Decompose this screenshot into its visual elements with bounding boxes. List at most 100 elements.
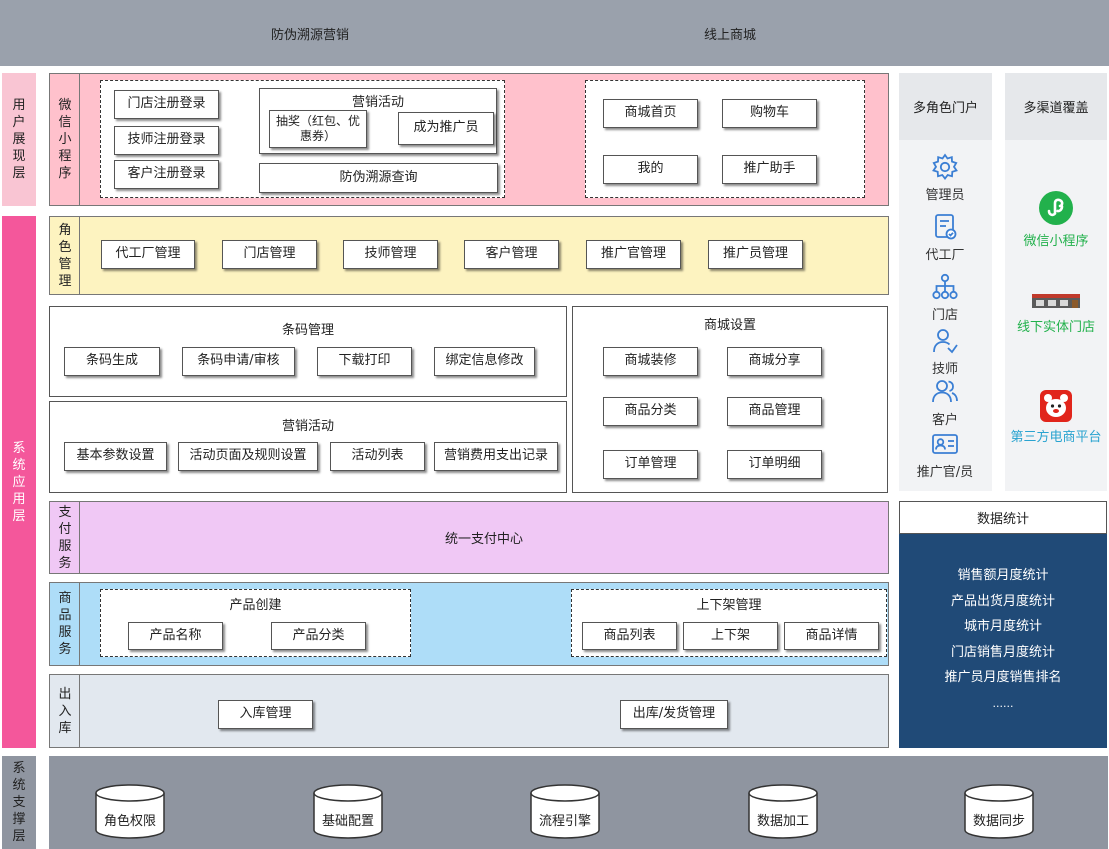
product-category-goods-button[interactable]: 产品分类 (271, 622, 366, 650)
cart-button[interactable]: 购物车 (722, 99, 817, 128)
product-management-button[interactable]: 商品管理 (727, 397, 822, 426)
wechat-marketing-title: 营销活动 (351, 95, 404, 110)
data-processing-database: 数据加工 (748, 784, 818, 840)
mall-settings-title: 商城设置 (703, 318, 756, 333)
wechat-label-text: 微信小程序 (58, 98, 72, 181)
product-create-title: 产品创建 (229, 598, 282, 613)
channel-offline-store-label: 线下实体门店 (1016, 320, 1095, 335)
technician-icon (933, 329, 958, 354)
channel-ecommerce[interactable]: 第三方电商平台 (1005, 390, 1107, 445)
goods-label-text: 商品服务 (58, 591, 72, 657)
data-sync-label: 数据同步 (972, 814, 1025, 829)
base-config-label: 基础配置 (321, 814, 374, 829)
role-oem-label: 代工厂 (925, 248, 965, 263)
role-admin[interactable]: 管理员 (899, 152, 991, 203)
stats-title: 数据统计 (899, 501, 1107, 534)
bind-info-edit-button[interactable]: 绑定信息修改 (434, 347, 535, 376)
role-technician[interactable]: 技师 (899, 326, 991, 377)
trace-query-button[interactable]: 防伪溯源查询 (259, 163, 498, 193)
workflow-engine-database: 流程引擎 (530, 784, 600, 840)
payment-label-text: 支付服务 (58, 504, 72, 571)
portal-title: 多角色门户 (899, 73, 992, 140)
gear-icon (932, 153, 958, 180)
barcode-generate-button[interactable]: 条码生成 (64, 347, 160, 376)
role-permission-label: 角色权限 (103, 814, 156, 829)
user-layer-label: 用户展现层 (2, 73, 36, 206)
inout-divider (79, 675, 80, 747)
product-category-button[interactable]: 商品分类 (603, 397, 698, 426)
top-banner-right-label: 线上商城 (703, 27, 756, 43)
workflow-engine-label: 流程引擎 (538, 814, 591, 829)
role-divider (79, 217, 80, 294)
mall-home-button[interactable]: 商城首页 (603, 99, 698, 128)
order-management-button[interactable]: 订单管理 (603, 450, 698, 479)
stats-panel: 销售额月度统计 产品出货月度统计 城市月度统计 门店销售月度统计 推广员月度销售… (899, 534, 1107, 748)
document-icon (935, 214, 957, 240)
unified-payment-center: 统一支付中心 (444, 532, 523, 547)
mall-decoration-button[interactable]: 商城装修 (603, 347, 698, 376)
promote-helper-button[interactable]: 推广助手 (722, 155, 817, 184)
mall-share-button[interactable]: 商城分享 (727, 347, 822, 376)
payment-section (49, 501, 889, 574)
marketing-expense-button[interactable]: 营销费用支出记录 (434, 442, 558, 471)
download-print-button[interactable]: 下载打印 (317, 347, 412, 376)
channel-ecommerce-label: 第三方电商平台 (1010, 430, 1102, 445)
database-icon (748, 784, 818, 839)
promo-officer-management-button[interactable]: 推广官管理 (586, 240, 681, 269)
role-promoter[interactable]: 推广官/员 (899, 429, 991, 480)
support-layer-label: 系统支撑层 (2, 756, 36, 849)
basic-params-button[interactable]: 基本参数设置 (64, 442, 167, 471)
portal-roles: 管理员 代工厂 门店 技师 (899, 140, 992, 491)
store-management-button[interactable]: 门店管理 (222, 240, 317, 269)
goods-detail-button[interactable]: 商品详情 (784, 622, 879, 650)
outbound-management-button[interactable]: 出库/发货管理 (620, 700, 728, 729)
barcode-apply-review-button[interactable]: 条码申请/审核 (182, 347, 295, 376)
customer-management-button[interactable]: 客户管理 (464, 240, 559, 269)
user-layer-text: 用户展现层 (12, 98, 26, 181)
channel-miniprogram[interactable]: 微信小程序 (1005, 190, 1107, 249)
base-config-database: 基础配置 (313, 784, 383, 840)
role-store-label: 门店 (931, 308, 958, 323)
payment-divider (79, 502, 80, 573)
inbound-management-button[interactable]: 入库管理 (218, 700, 313, 729)
role-oem[interactable]: 代工厂 (899, 212, 991, 263)
customer-register-button[interactable]: 客户注册登录 (114, 160, 219, 189)
role-store[interactable]: 门店 (899, 272, 991, 323)
barcode-title: 条码管理 (281, 323, 334, 338)
channel-offline-store[interactable]: 线下实体门店 (1005, 292, 1107, 335)
goods-list-button[interactable]: 商品列表 (582, 622, 677, 650)
payment-label: 支付服务 (52, 503, 78, 572)
become-promoter-button[interactable]: 成为推广员 (398, 112, 494, 145)
org-tree-icon (932, 273, 958, 300)
stat-product-shipment: 产品出货月度统计 (950, 593, 1055, 609)
goods-divider (79, 583, 80, 665)
technician-management-button[interactable]: 技师管理 (343, 240, 438, 269)
channels-title: 多渠道覆盖 (1005, 73, 1107, 140)
shelf-toggle-button[interactable]: 上下架 (683, 622, 778, 650)
role-customer-label: 客户 (931, 413, 958, 428)
channel-miniprogram-label: 微信小程序 (1023, 234, 1089, 249)
id-card-icon (932, 434, 958, 454)
mine-button[interactable]: 我的 (603, 155, 698, 184)
database-icon (95, 784, 165, 839)
activity-list-button[interactable]: 活动列表 (330, 442, 425, 471)
store-register-button[interactable]: 门店注册登录 (114, 90, 219, 119)
storefront-icon (1032, 294, 1080, 308)
database-icon (530, 784, 600, 839)
inout-section (49, 674, 889, 748)
technician-register-button[interactable]: 技师注册登录 (114, 126, 219, 155)
role-customer[interactable]: 客户 (899, 377, 991, 428)
promoter-management-button[interactable]: 推广员管理 (708, 240, 803, 269)
data-processing-label: 数据加工 (756, 814, 809, 829)
data-sync-database: 数据同步 (964, 784, 1034, 840)
lottery-button[interactable]: 抽奖（红包、优惠券） (269, 110, 367, 148)
oem-management-button[interactable]: 代工厂管理 (101, 240, 195, 269)
app-layer-text: 系统应用层 (12, 440, 26, 524)
order-detail-button[interactable]: 订单明细 (727, 450, 822, 479)
product-name-button[interactable]: 产品名称 (128, 622, 223, 650)
role-management-label-text: 角色管理 (58, 222, 72, 289)
stat-sales-monthly: 销售额月度统计 (957, 568, 1049, 583)
activity-page-rules-button[interactable]: 活动页面及规则设置 (178, 442, 318, 471)
inout-label-text: 出入库 (58, 686, 72, 736)
database-icon (964, 784, 1034, 839)
